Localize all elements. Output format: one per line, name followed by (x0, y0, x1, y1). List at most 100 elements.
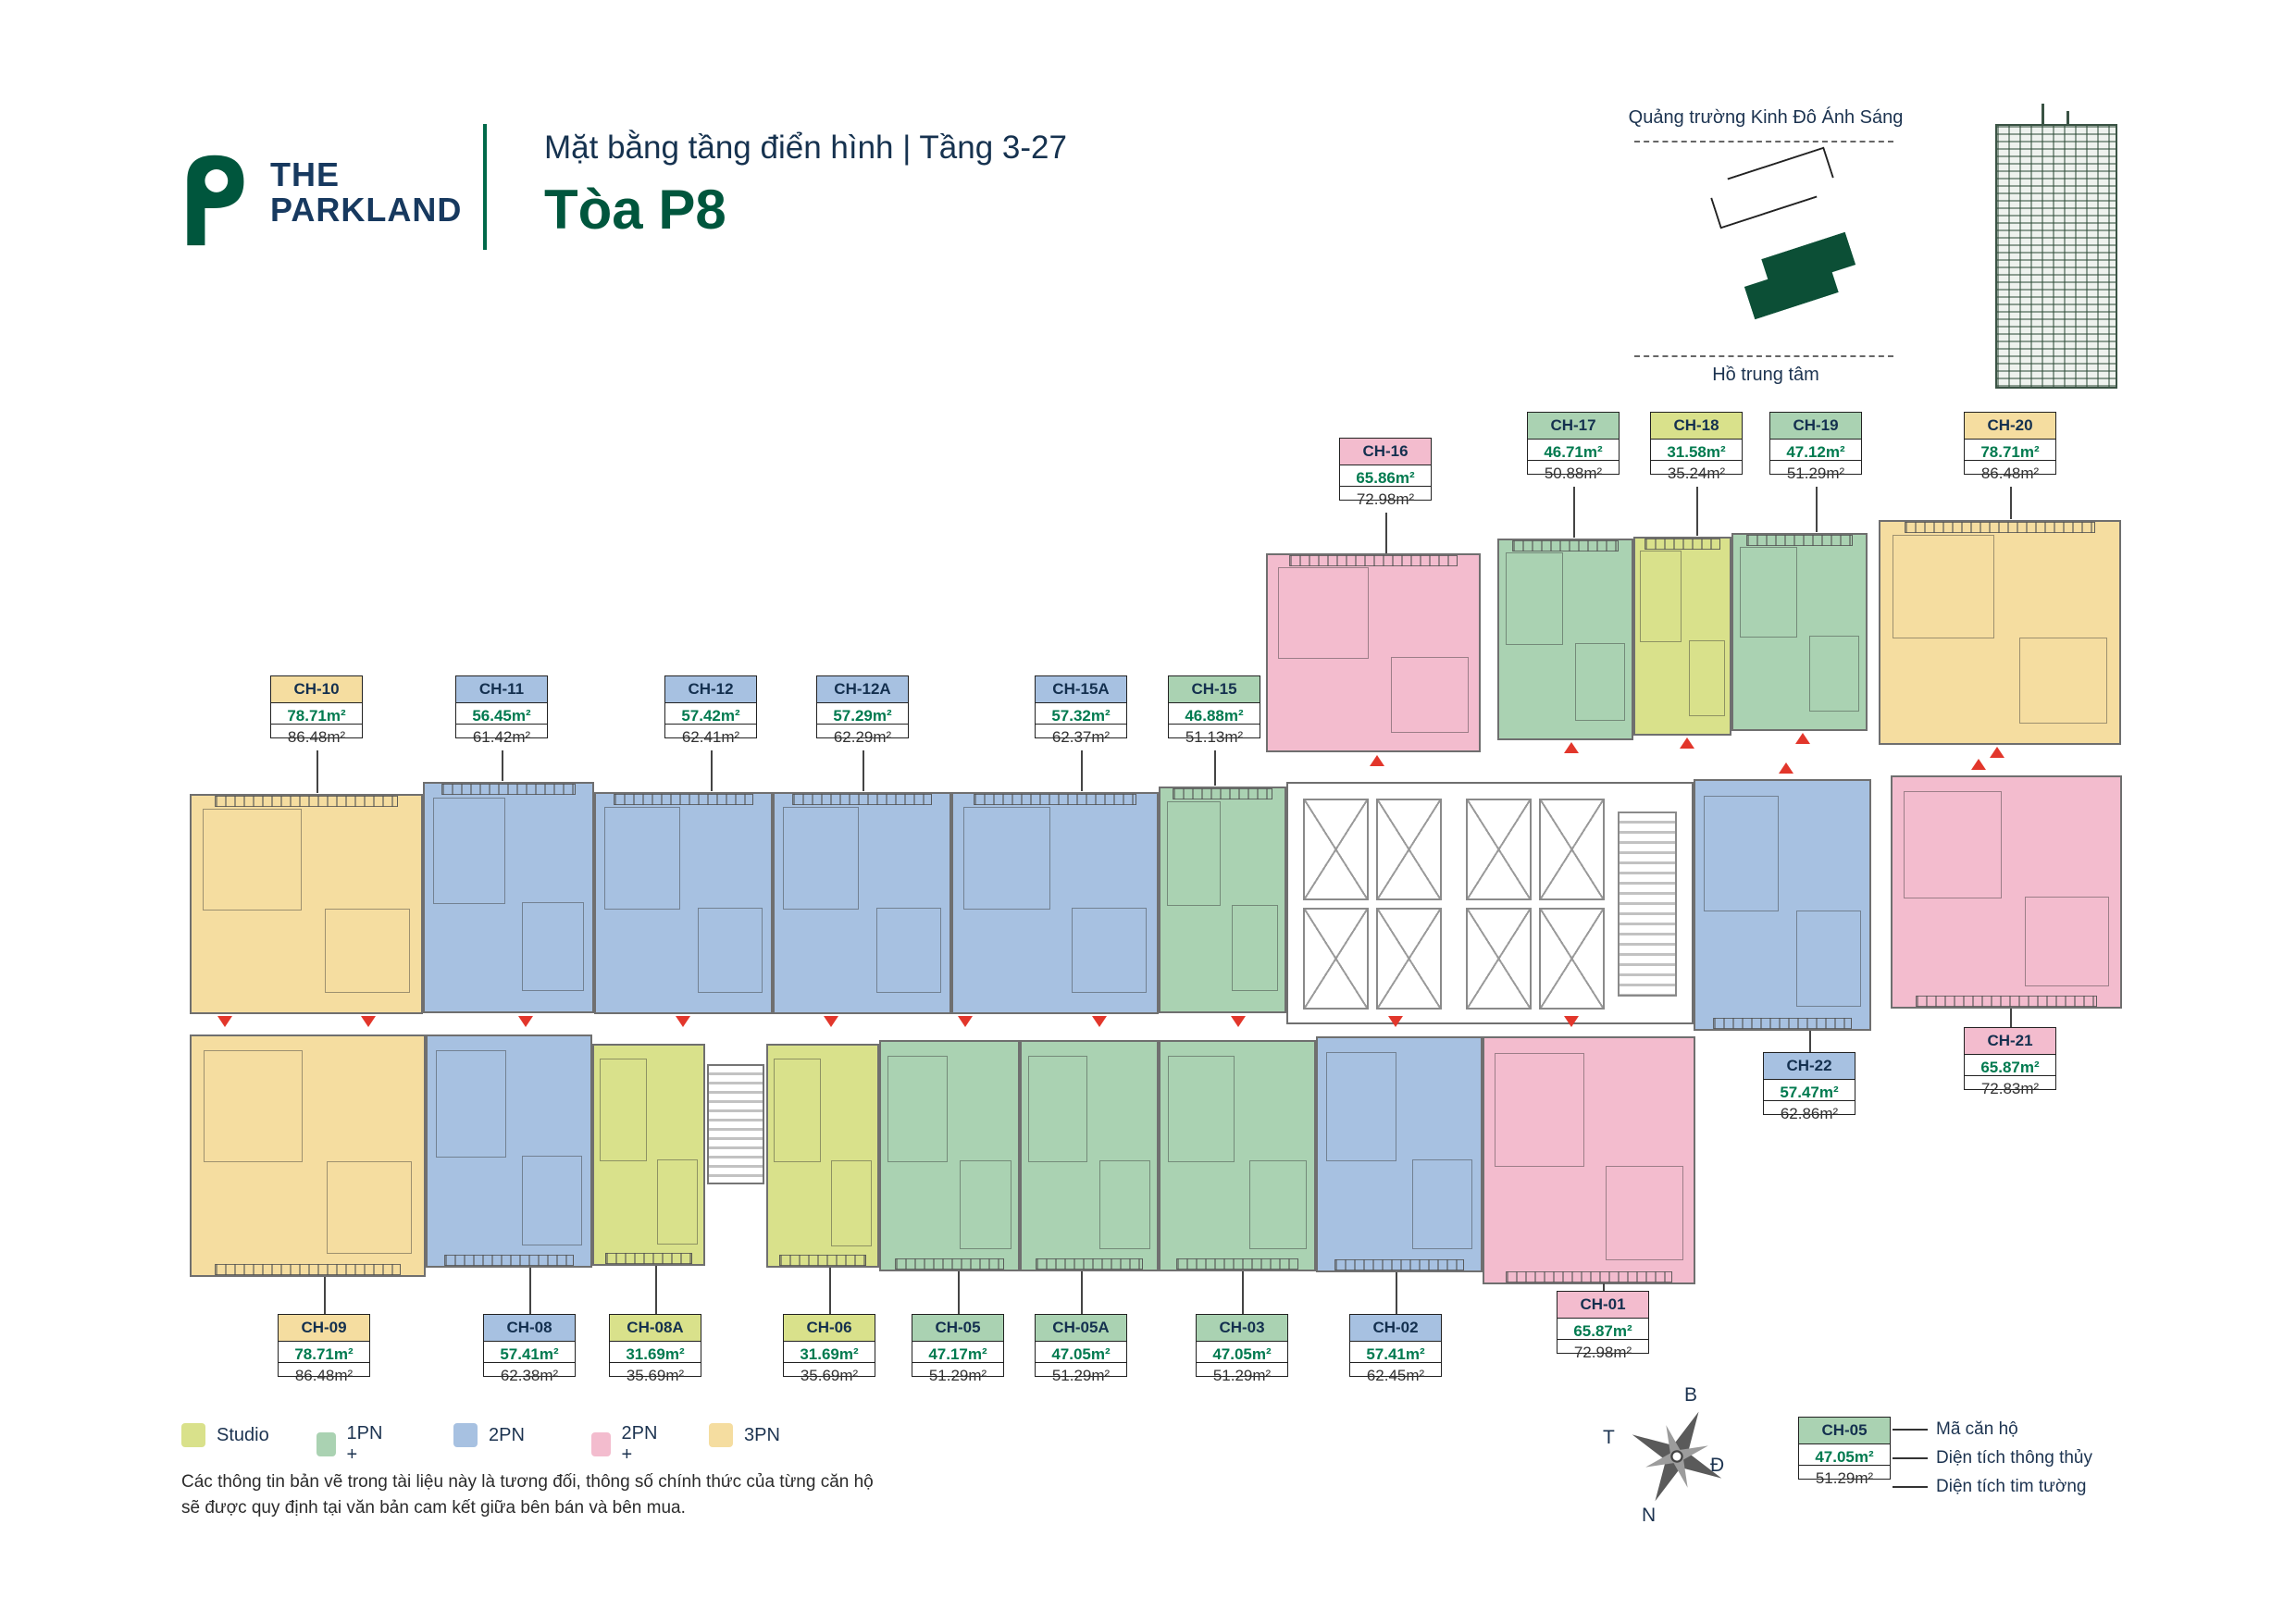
brand-line2: PARKLAND (270, 190, 463, 229)
unit-code: CH-08A (609, 1314, 701, 1343)
unit-code: CH-12 (664, 675, 757, 704)
legend-label: 2PN (489, 1424, 525, 1445)
balcony (1644, 539, 1720, 550)
balcony (1512, 540, 1619, 551)
unit-area-gross: 86.48m² (270, 724, 363, 746)
unit-ch-08 (426, 1035, 592, 1268)
balcony (1173, 788, 1272, 799)
elevator-shaft (1376, 908, 1442, 1010)
balcony (613, 794, 754, 805)
legend-swatch (709, 1423, 733, 1447)
unit-ch-08a (592, 1044, 705, 1266)
sitemap-bottom-label: Hồ trung tâm (1712, 365, 1819, 385)
key-label-net-area: Diện tích thông thủy (1936, 1448, 2092, 1468)
header-divider (483, 124, 487, 250)
compass-north-label: B (1684, 1384, 1698, 1406)
legend-item-pn2plus: 2PN + (591, 1423, 663, 1466)
tower-antenna (2066, 111, 2069, 126)
entrance-marker-icon (1388, 1016, 1403, 1027)
brand-line1: THE (270, 155, 340, 193)
unit-area-net: 47.17m² (912, 1341, 1004, 1364)
compass-east-label: Đ (1710, 1455, 1725, 1476)
leader-line (2010, 1009, 2012, 1027)
legend-swatch (316, 1432, 336, 1456)
leader-line (829, 1268, 831, 1314)
unit-code: CH-18 (1650, 412, 1743, 440)
sitemap-dash-top (1634, 141, 1893, 142)
balcony (1746, 535, 1853, 546)
legend-item-pn2: 2PN (453, 1423, 525, 1447)
unit-area-net: 78.71m² (1964, 439, 2056, 462)
tower-antenna (2042, 104, 2045, 126)
unit-code: CH-06 (783, 1314, 875, 1343)
balcony (894, 1258, 1005, 1270)
unit-ch-17 (1497, 539, 1633, 740)
entrance-marker-icon (958, 1016, 973, 1027)
unit-area-net: 57.42m² (664, 702, 757, 725)
unit-code: CH-16 (1339, 438, 1432, 466)
leader-line (1396, 1272, 1397, 1314)
unit-ch-20 (1879, 520, 2121, 745)
entrance-marker-icon (1990, 747, 2004, 758)
unit-area-net: 47.05m² (1035, 1341, 1127, 1364)
disclaimer-text: Các thông tin bản vẽ trong tài liệu này … (181, 1472, 874, 1518)
elevator-shaft (1539, 908, 1605, 1010)
leader-line (529, 1268, 531, 1314)
unit-code: CH-11 (455, 675, 548, 704)
unit-ch-15 (1159, 787, 1286, 1013)
legend-label: 1PN + (346, 1423, 383, 1465)
legend-label: 2PN + (621, 1423, 658, 1465)
elevator-shaft (1466, 908, 1532, 1010)
balcony (1712, 1018, 1853, 1029)
leader-line (1214, 750, 1216, 786)
balcony (443, 1255, 575, 1266)
elevator-shaft (1376, 799, 1442, 900)
key-sample-area-gross: 51.29m² (1798, 1465, 1891, 1487)
balcony (778, 1255, 867, 1266)
unit-ch-09 (190, 1035, 426, 1277)
key-connector-line (1893, 1486, 1928, 1488)
leader-line (316, 750, 318, 793)
unit-ch-22 (1694, 779, 1871, 1031)
entrance-marker-icon (1795, 733, 1810, 744)
balcony (604, 1253, 693, 1264)
unit-code: CH-05A (1035, 1314, 1127, 1343)
parkland-logo-icon (171, 150, 254, 252)
leader-line (1081, 750, 1083, 791)
entrance-marker-icon (361, 1016, 376, 1027)
leader-line (655, 1266, 657, 1314)
balcony (214, 796, 399, 807)
unit-ch-03 (1159, 1040, 1316, 1271)
legend-label: Studio (217, 1424, 269, 1445)
unit-code: CH-03 (1196, 1314, 1288, 1343)
entrance-marker-icon (1779, 762, 1793, 774)
balcony (1915, 996, 2098, 1007)
unit-area-net: 65.87m² (1557, 1318, 1649, 1341)
unit-area-gross: 35.24m² (1650, 460, 1743, 482)
unit-area-net: 57.32m² (1035, 702, 1127, 725)
leader-line (502, 750, 503, 781)
unit-area-gross: 62.38m² (483, 1362, 576, 1384)
leader-line (711, 750, 713, 791)
unit-area-net: 57.41m² (483, 1341, 576, 1364)
unit-code: CH-15A (1035, 675, 1127, 704)
unit-area-net: 47.05m² (1196, 1341, 1288, 1364)
unit-area-net: 57.41m² (1349, 1341, 1442, 1364)
unit-area-net: 57.29m² (816, 702, 909, 725)
stairs (1618, 812, 1677, 997)
balcony (1175, 1258, 1299, 1270)
